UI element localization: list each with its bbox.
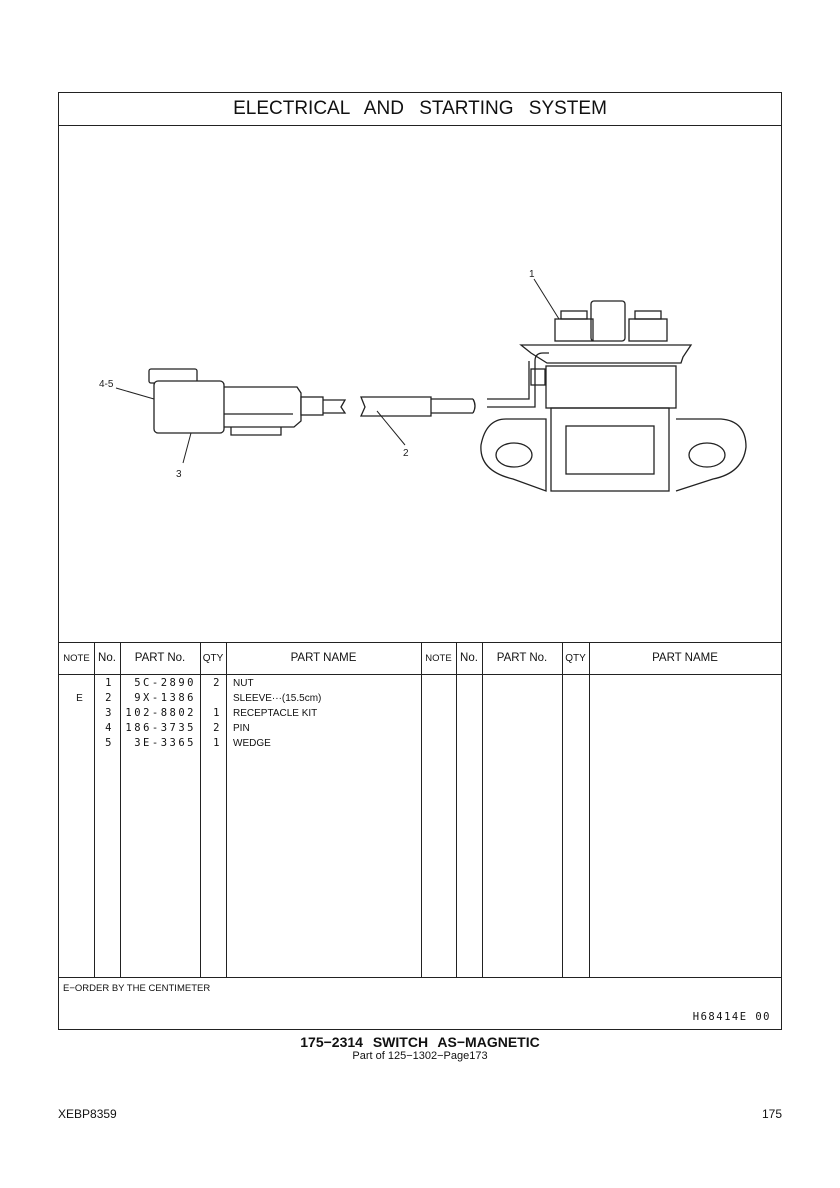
row-no: 3 bbox=[105, 707, 114, 719]
row-no: 4 bbox=[105, 722, 114, 734]
row-qty: 1 bbox=[213, 737, 222, 749]
table-row: 3 102-8802 1 RECEPTACLE KIT bbox=[59, 706, 781, 721]
page-frame: ELECTRICAL AND STARTING SYSTEM 1 2 3 4-5 bbox=[58, 92, 782, 1030]
row-part-name: SLEEVE···(15.5cm) bbox=[233, 693, 322, 704]
header-part-name: PART NAME bbox=[290, 652, 357, 664]
header-no-2: No. bbox=[460, 652, 478, 664]
row-qty: 2 bbox=[213, 722, 222, 734]
page-number: 175 bbox=[761, 1107, 782, 1121]
document-id: XEBP8359 bbox=[58, 1107, 117, 1121]
header-part-no-2: PART No. bbox=[496, 652, 548, 664]
row-part-name: NUT bbox=[233, 678, 254, 689]
section-title: ELECTRICAL AND STARTING SYSTEM bbox=[59, 93, 781, 126]
row-part-no: 3E-3365 bbox=[134, 737, 196, 749]
header-qty: QTY bbox=[202, 653, 224, 664]
header-note: NOTE bbox=[63, 653, 90, 664]
row-qty: 1 bbox=[213, 707, 222, 719]
illustration-code: H68414E 00 bbox=[692, 1011, 771, 1023]
table-row: 1 5C-2890 2 NUT bbox=[59, 676, 781, 691]
assembly-subcaption: Part of 125−1302−Page173 bbox=[352, 1050, 488, 1062]
magnetic-switch bbox=[480, 300, 747, 492]
callout-3: 3 bbox=[176, 469, 182, 480]
row-part-no: 5C-2890 bbox=[134, 677, 196, 689]
row-part-name: PIN bbox=[233, 723, 250, 734]
header-qty-2: QTY bbox=[565, 653, 586, 664]
header-note-2: NOTE bbox=[425, 653, 452, 664]
table-row: 5 3E-3365 1 WEDGE bbox=[59, 736, 781, 751]
table-header: NOTE No. PART No. QTY PART NAME NOTE No.… bbox=[59, 643, 781, 675]
exploded-view-illustration: 1 2 3 4-5 bbox=[99, 269, 747, 492]
row-part-no: 9X-1386 bbox=[134, 692, 196, 704]
row-no: 5 bbox=[105, 737, 114, 749]
row-note: E bbox=[76, 693, 83, 704]
footnote: E−ORDER BY THE CENTIMETER bbox=[63, 983, 211, 994]
callout-1: 1 bbox=[529, 269, 535, 280]
receptacle-connector bbox=[148, 368, 476, 436]
row-qty: 2 bbox=[213, 677, 222, 689]
callout-2: 2 bbox=[403, 448, 409, 459]
header-part-name-2: PART NAME bbox=[652, 652, 718, 664]
table-row: 4 186-3735 2 PIN bbox=[59, 721, 781, 736]
row-no: 1 bbox=[105, 677, 114, 689]
callout-4-5: 4-5 bbox=[99, 379, 114, 390]
row-no: 2 bbox=[105, 692, 114, 704]
table-row: E 2 9X-1386 SLEEVE···(15.5cm) bbox=[59, 691, 781, 706]
row-part-no: 186-3735 bbox=[125, 722, 196, 734]
row-part-no: 102-8802 bbox=[125, 707, 196, 719]
header-part-no: PART No. bbox=[134, 652, 186, 664]
row-part-name: RECEPTACLE KIT bbox=[233, 708, 318, 719]
row-part-name: WEDGE bbox=[233, 738, 271, 749]
assembly-caption: 175−2314 SWITCH AS−MAGNETIC bbox=[300, 1034, 540, 1050]
header-no: No. bbox=[98, 652, 116, 664]
parts-table: NOTE No. PART No. QTY PART NAME NOTE No.… bbox=[59, 642, 781, 978]
